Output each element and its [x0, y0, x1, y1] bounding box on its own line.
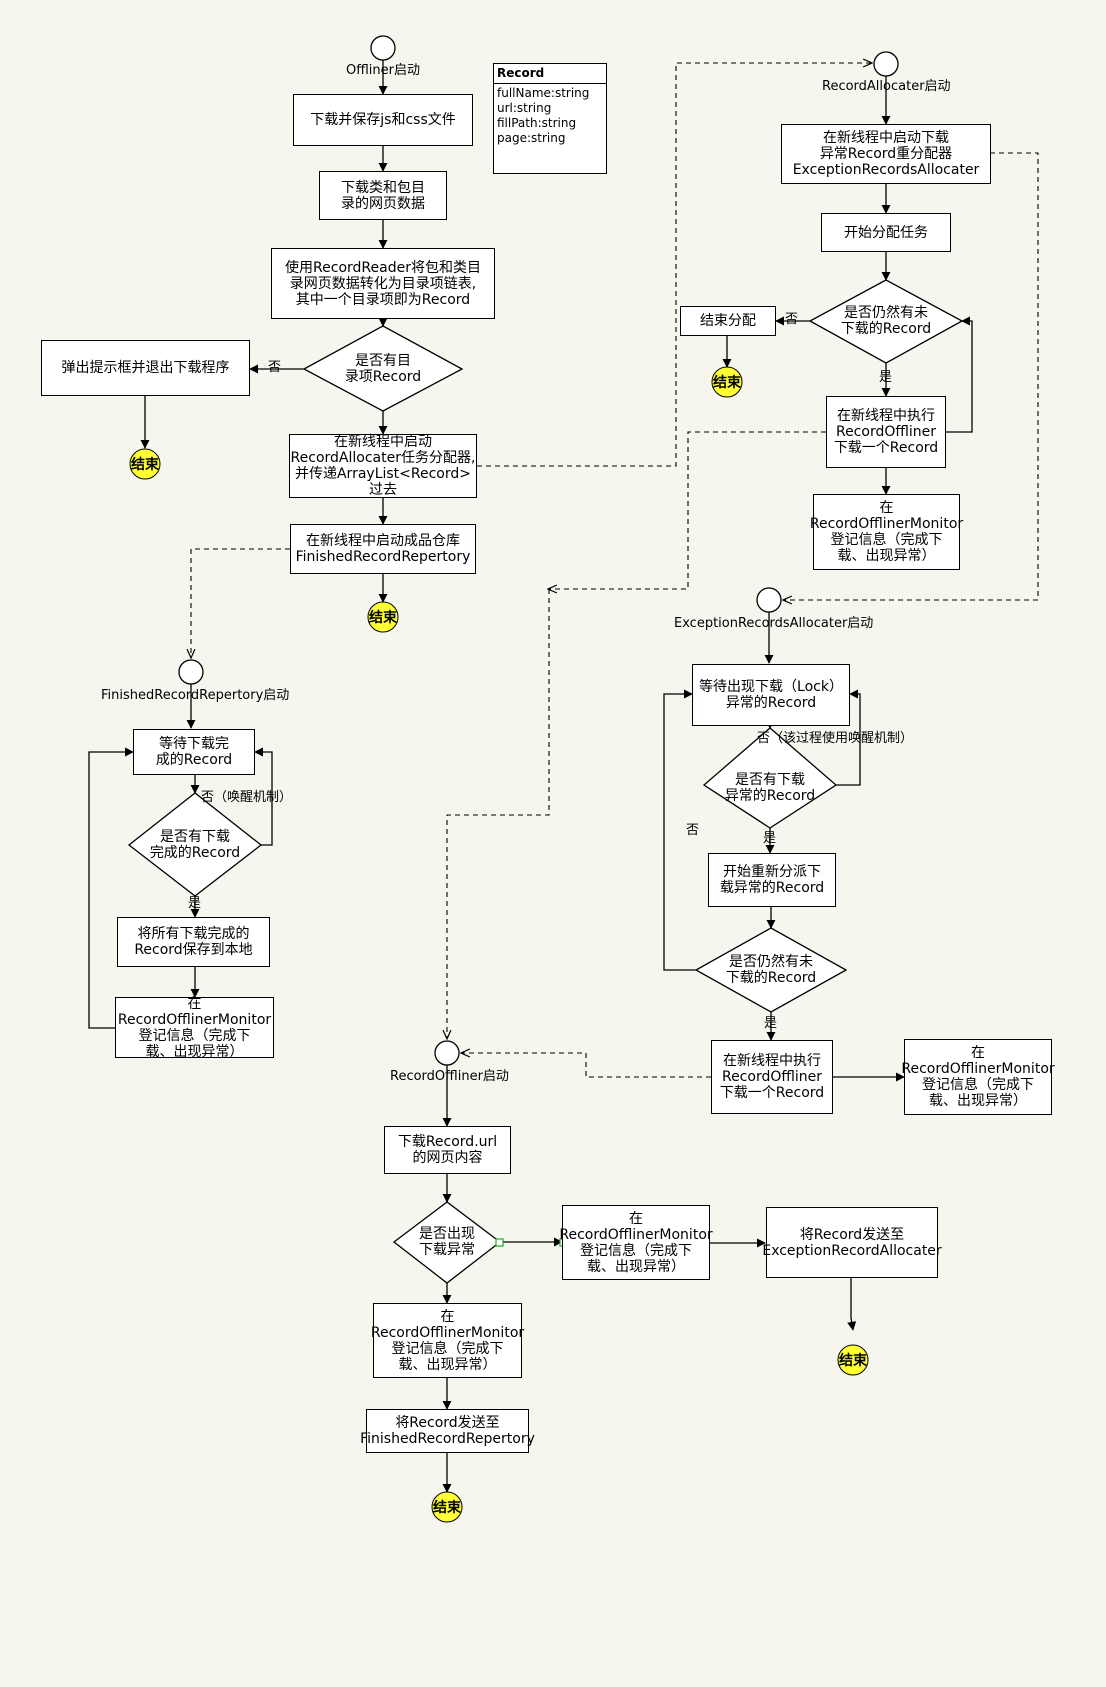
step-download-pages: 下载类和包目 录的网页数据 [319, 171, 447, 220]
start-node-record-allocater [873, 51, 899, 77]
label-yes-save: 是 [188, 896, 202, 911]
step-wait-completed: 等待下载完 成的Record [133, 729, 255, 775]
step-monitor-allocater: 在RecordOfflinerMonitor 登记信息（完成下 载、出现异常） [810, 494, 963, 570]
start-label-record-offliner: RecordOffliner启动 [390, 1069, 509, 1084]
decision-has-record-text: 是否有目 录项Record [344, 353, 422, 385]
step-wait-exception: 等待出现下载（Lock） 异常的Record [692, 664, 850, 726]
start-node-offliner [370, 35, 396, 61]
end-node-record-offliner [431, 1491, 463, 1523]
label-no-end-assign: 否 [785, 312, 799, 327]
start-node-record-offliner [434, 1040, 460, 1066]
start-label-record-allocater: RecordAllocater启动 [822, 79, 951, 94]
step-save-local: 将所有下载完成的 Record保存到本地 [117, 917, 270, 967]
step-start-repertory: 在新线程中启动成品仓库 FinishedRecordRepertory [290, 524, 476, 574]
end-text-allocater: 结束 [713, 375, 741, 391]
step-exec-offliner: 在新线程中执行 RecordOffliner 下载一个Record [826, 396, 946, 468]
step-begin-reassign: 开始重新分派下 载异常的Record [708, 853, 836, 907]
start-label-offliner: Offliner启动 [346, 63, 420, 78]
end-node-offliner [367, 601, 399, 633]
step-monitor-ok: 在RecordOfflinerMonitor 登记信息（完成下 载、出现异常） [371, 1303, 524, 1378]
step-monitor-repertory: 在RecordOfflinerMonitor 登记信息（完成下 载、出现异常） [115, 996, 274, 1060]
end-node-exception-send [837, 1344, 869, 1376]
step-monitor-error: 在RecordOfflinerMonitor 登记信息（完成下 载、出现异常） [559, 1205, 713, 1280]
label-yes-reassign: 是 [763, 831, 777, 846]
decision-exception-still-text: 是否仍然有未 下载的Record [725, 954, 817, 986]
step-monitor-exception: 在RecordOfflinerMonitor 登记信息（完成下 载、出现异常） [901, 1039, 1055, 1115]
step-download-url: 下载Record.url 的网页内容 [384, 1126, 511, 1174]
label-no-exit: 否 [268, 360, 282, 375]
step-send-exception: 将Record发送至 ExceptionRecordAllocater [762, 1207, 942, 1278]
start-label-finished-repertory: FinishedRecordRepertory启动 [101, 688, 290, 703]
step-end-assign: 结束分配 [680, 306, 776, 336]
record-field: page:string [497, 131, 566, 145]
end-text-exception-send: 结束 [839, 1353, 867, 1369]
start-label-exception-allocater: ExceptionRecordsAllocater启动 [674, 616, 874, 631]
connector-handle-left [495, 1238, 504, 1247]
step-exit-prompt: 弹出提示框并退出下载程序 [41, 340, 250, 396]
label-no-left: 否 [686, 823, 700, 838]
step-download-js-css: 下载并保存js和css文件 [293, 94, 473, 146]
step-begin-assign: 开始分配任务 [821, 213, 951, 252]
start-node-exception-allocater [756, 587, 782, 613]
step-start-exception-allocater: 在新线程中启动下载 异常Record重分配器 ExceptionRecordsA… [781, 124, 991, 184]
label-yes-exec-exception: 是 [764, 1016, 778, 1031]
step-send-finished: 将Record发送至 FinishedRecordRepertory [360, 1409, 535, 1453]
start-node-finished-repertory [178, 659, 204, 685]
end-node-allocater [711, 366, 743, 398]
record-field: fullName:string [497, 86, 590, 100]
record-class-box: Record fullName:string url:string fillPa… [493, 63, 607, 174]
decision-has-exception-text: 是否有下载 异常的Record [724, 772, 816, 804]
record-class-title: Record [494, 64, 606, 84]
end-text-record-offliner: 结束 [433, 1500, 461, 1516]
record-field: url:string [497, 101, 552, 115]
label-no-wakeup-exception: 否（该过程使用唤醒机制） [757, 731, 914, 746]
step-record-reader: 使用RecordReader将包和类目 录网页数据转化为目录项链表, 其中一个目… [271, 248, 495, 319]
step-exec-offliner-exception: 在新线程中执行 RecordOffliner 下载一个Record [711, 1040, 833, 1114]
decision-has-completed-text: 是否有下载 完成的Record [149, 829, 241, 861]
label-yes-exec: 是 [879, 370, 893, 385]
end-text-offliner: 结束 [369, 610, 397, 626]
record-class-fields: fullName:string url:string fillPath:stri… [494, 84, 606, 148]
step-start-allocater: 在新线程中启动 RecordAllocater任务分配器, 并传递ArrayLi… [289, 434, 477, 498]
end-node-exit [129, 448, 161, 480]
record-field: fillPath:string [497, 116, 577, 130]
decision-allocater-still-text: 是否仍然有未 下载的Record [840, 305, 932, 337]
label-no-wakeup: 否（唤醒机制） [201, 790, 293, 805]
end-text-exit: 结束 [131, 457, 159, 473]
decision-has-error-text: 是否出现 下载异常 [419, 1226, 475, 1258]
